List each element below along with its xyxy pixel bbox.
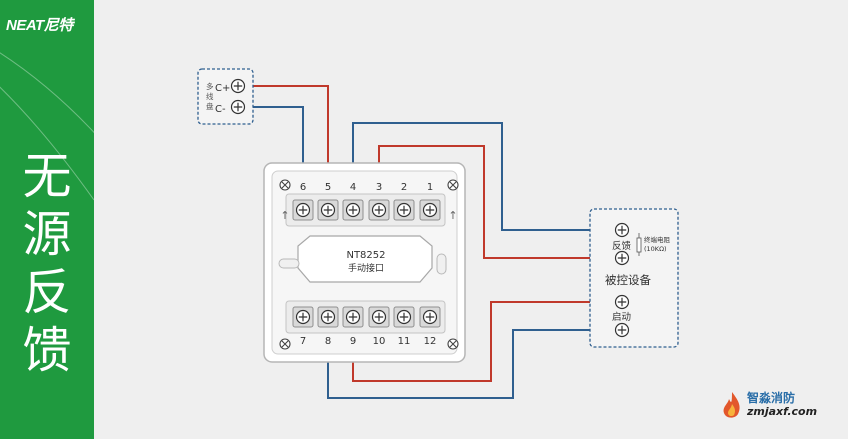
device-title: 被控设备 (605, 273, 651, 287)
watermark-name: 智淼消防 (747, 391, 796, 405)
terminal-screw-icon (230, 99, 246, 115)
resistor-icon (636, 237, 642, 253)
terminal-number: 9 (350, 336, 356, 347)
terminal-screw-icon (368, 306, 390, 328)
terminal-screw-icon (393, 306, 415, 328)
terminal-number: 8 (325, 336, 331, 347)
feedback-label: 反馈 (612, 240, 632, 252)
up-arrow-icon: ↑ (448, 209, 457, 222)
terminal-screw-icon (393, 199, 415, 221)
terminal-number: 7 (300, 336, 306, 347)
terminal-screw-icon (342, 199, 364, 221)
start-label: 启动 (612, 311, 631, 323)
title-char: 反 (22, 264, 72, 321)
resistor-label: 终端电阻 (644, 235, 671, 244)
sidebar-decor-arcs (0, 52, 94, 201)
page-title: 无 源 反 馈 (14, 148, 80, 380)
terminal-screw-icon (317, 306, 339, 328)
controlled-device-box: 反馈 终端电阻 (10KΩ) 被控设备 启动 (589, 208, 679, 348)
terminal-screw-icon (292, 199, 314, 221)
mounting-screw-icon (447, 338, 459, 350)
terminal-screw-icon (614, 222, 630, 238)
wire-4-to-feedback (352, 122, 618, 231)
terminal-screw-icon (419, 199, 441, 221)
cminus-label: C- (215, 104, 226, 115)
title-char: 无 (22, 148, 72, 205)
nt8252-module: NT8252 手动接口 ↑ ↑ 6 5 4 3 2 1 7 8 9 10 11 … (263, 162, 466, 363)
terminal-number: 10 (373, 336, 386, 347)
terminal-number: 4 (350, 182, 356, 193)
terminal-screw-icon (614, 322, 630, 338)
wire-9-to-start (352, 301, 618, 382)
wire-3-to-feedback (378, 145, 618, 259)
terminal-screw-icon (614, 250, 630, 266)
up-arrow-icon: ↑ (280, 209, 289, 222)
sidebar: NEAT尼特 无 源 反 馈 (0, 0, 94, 439)
cplus-label: C+ (215, 83, 230, 94)
flame-logo-icon (723, 392, 740, 418)
terminal-number: 5 (325, 182, 331, 193)
resistor-value: (10KΩ) (644, 245, 667, 253)
terminal-screw-icon (614, 294, 630, 310)
mounting-screw-icon (279, 338, 291, 350)
terminal-screw-icon (292, 306, 314, 328)
terminal-screw-icon (419, 306, 441, 328)
watermark-url: zmjaxf.com (747, 405, 818, 418)
mounting-screw-icon (447, 179, 459, 191)
wire-8-to-start (327, 329, 618, 399)
wires (247, 85, 618, 399)
module-name: 手动接口 (348, 262, 384, 274)
terminal-number: 11 (398, 336, 411, 347)
bus-label-char: 线 (206, 91, 214, 101)
bus-label-char: 盘 (206, 101, 214, 111)
terminal-number: 3 (376, 182, 382, 193)
terminal-number: 12 (424, 336, 437, 347)
watermark: 智淼消防 zmjaxf.com (720, 388, 840, 424)
terminal-number: 1 (427, 182, 433, 193)
title-char: 馈 (22, 322, 72, 379)
wire-cminus-to-6 (247, 106, 304, 163)
terminal-screw-icon (368, 199, 390, 221)
terminal-screw-icon (230, 78, 246, 94)
mounting-screw-icon (279, 179, 291, 191)
module-model: NT8252 (346, 250, 385, 261)
bus-label-char: 多 (206, 81, 214, 91)
bus-panel-box: 多 线 盘 C+ C- (197, 68, 254, 125)
wire-cplus-to-5 (247, 85, 329, 163)
terminal-number: 2 (401, 182, 407, 193)
brand-logo: NEAT尼特 (6, 17, 73, 34)
terminal-screw-icon (342, 306, 364, 328)
title-char: 源 (22, 206, 72, 263)
terminal-number: 6 (300, 182, 306, 193)
terminal-screw-icon (317, 199, 339, 221)
